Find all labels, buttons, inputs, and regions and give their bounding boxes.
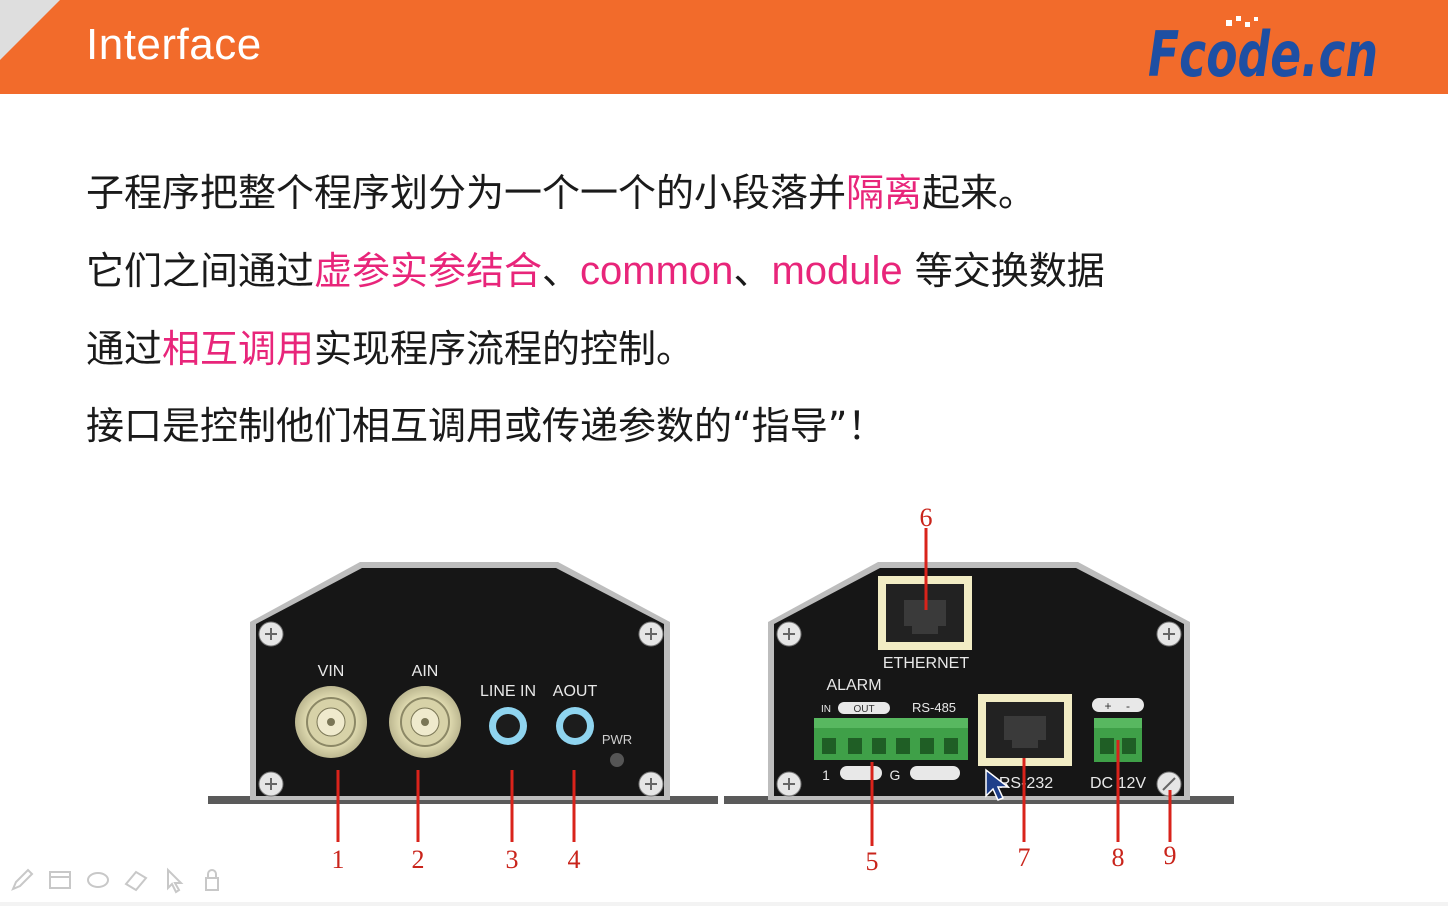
label-g: G [890, 767, 901, 783]
label-ethernet: ETHERNET [883, 655, 969, 672]
callout-4: 4 [568, 845, 581, 874]
label-plus: + [1104, 699, 1111, 713]
slide-header: Interface Fcode.cn [0, 0, 1448, 94]
content-line-1: 子程序把整个程序划分为一个一个的小段落并隔离起来。 [86, 162, 1036, 217]
vin-bnc-connector [295, 686, 367, 758]
line2-highlight-module: module [771, 249, 903, 293]
line1-highlight: 隔离 [846, 171, 923, 215]
aout-jack [556, 707, 594, 745]
content-line-3: 通过相互调用实现程序流程的控制。 [86, 318, 694, 373]
label-alarm: ALARM [826, 677, 881, 694]
pointer-icon[interactable] [160, 866, 188, 894]
callout-3: 3 [506, 845, 519, 874]
line1-text-c: 起来。 [922, 171, 1037, 215]
eraser-icon[interactable] [122, 866, 150, 894]
ground-screw-icon [1156, 771, 1182, 797]
device-back-panel: ETHERNET ALARM IN OUT RS-485 1 G RS-232 [724, 503, 1234, 876]
callout-2: 2 [412, 845, 425, 874]
label-rs485: RS-485 [912, 700, 956, 715]
callout-1: 1 [332, 845, 345, 874]
line2-highlight-common: common [580, 249, 734, 293]
logo-text-main: Fcode.cn [1148, 18, 1378, 84]
callout-7: 7 [1018, 843, 1031, 872]
label-minus: - [1126, 699, 1130, 713]
line3-text-a: 通过 [86, 327, 163, 371]
callout-8: 8 [1112, 843, 1125, 872]
lock-icon[interactable] [198, 866, 226, 894]
label-out: OUT [853, 704, 874, 715]
pen-icon[interactable] [8, 866, 36, 894]
pwr-led [610, 753, 624, 767]
alarm-rs485-terminal-block [814, 718, 968, 760]
screen-icon[interactable] [46, 866, 74, 894]
page-fold-corner [0, 0, 60, 60]
ain-bnc-connector [389, 686, 461, 758]
callout-6: 6 [920, 503, 933, 532]
callout-5: 5 [866, 847, 879, 876]
fcode-logo: Fcode.cn [1148, 16, 1378, 84]
presentation-toolbar [8, 862, 226, 898]
screw-icon [638, 621, 664, 647]
line2-sep-1: 、 [542, 249, 581, 293]
screw-icon [258, 771, 284, 797]
screw-icon [776, 621, 802, 647]
label-rs232: RS-232 [999, 775, 1053, 792]
slide-title: Interface [86, 20, 262, 69]
label-line-in: LINE IN [480, 683, 536, 700]
bottom-divider [0, 902, 1448, 906]
label-in: IN [821, 704, 831, 715]
line3-text-c: 实现程序流程的控制。 [314, 327, 695, 371]
rs232-port [978, 694, 1072, 766]
eraser-oval-icon[interactable] [84, 866, 112, 894]
line1-text-a: 子程序把整个程序划分为一个一个的小段落并 [86, 171, 847, 215]
content-line-2: 它们之间通过虚参实参结合、common、module 等交换数据 [86, 240, 1105, 295]
label-vin: VIN [318, 663, 345, 680]
content-line-4: 接口是控制他们相互调用或传递参数的“指导”！ [86, 395, 885, 450]
line4-text: 接口是控制他们相互调用或传递参数的“指导”！ [86, 404, 886, 448]
line2-text-a: 它们之间通过 [86, 249, 315, 293]
label-1: 1 [822, 767, 830, 783]
line2-highlight-args: 虚参实参结合 [314, 249, 543, 293]
screw-icon [776, 771, 802, 797]
device-front-panel: VIN AIN LINE IN AOUT PWR [208, 562, 718, 874]
screw-icon [258, 621, 284, 647]
label-aout: AOUT [553, 683, 598, 700]
device-diagram: VIN AIN LINE IN AOUT PWR [208, 503, 1234, 876]
mouse-cursor-icon [985, 768, 1011, 801]
label-ain: AIN [412, 663, 439, 680]
callout-9: 9 [1164, 841, 1177, 870]
line-in-jack [489, 707, 527, 745]
line2-sep-2: 、 [733, 249, 772, 293]
line2-text-g: 等交换数据 [902, 249, 1105, 293]
screw-icon [638, 771, 664, 797]
label-pwr: PWR [602, 732, 632, 747]
line3-highlight: 相互调用 [162, 327, 315, 371]
screw-icon [1156, 621, 1182, 647]
